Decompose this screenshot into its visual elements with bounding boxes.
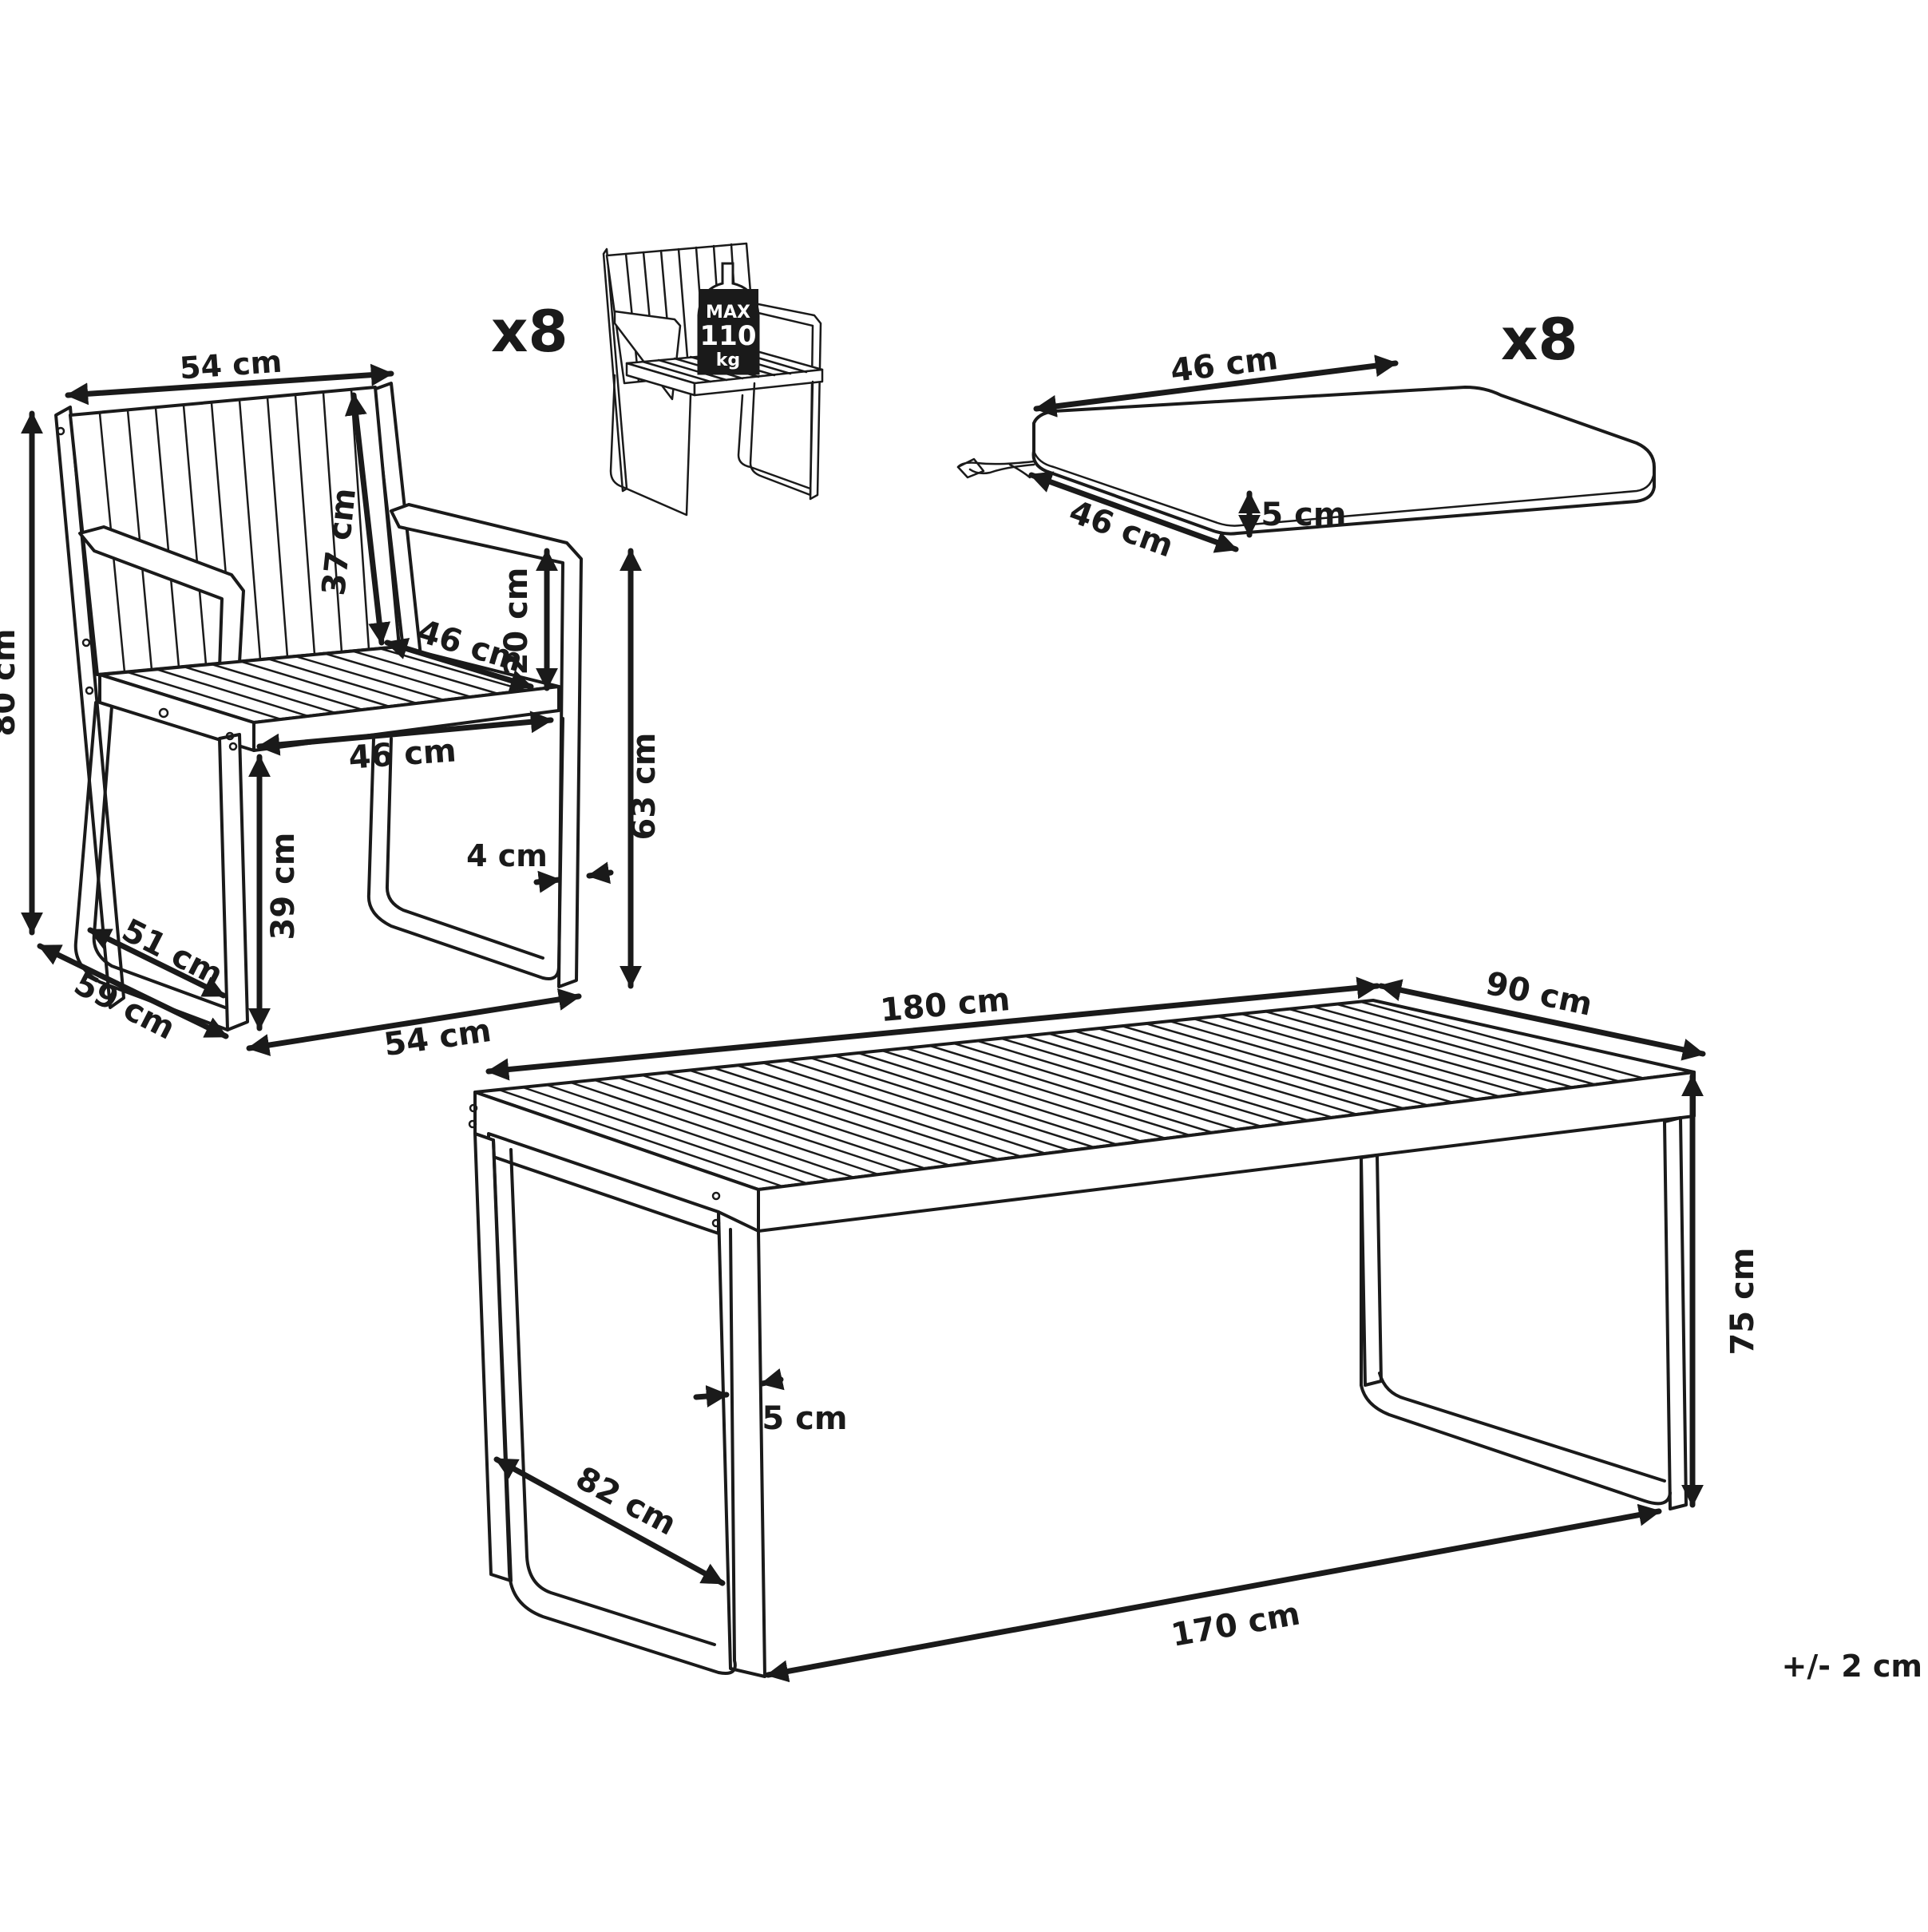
table-base-length-label: 170 cm bbox=[1169, 1595, 1303, 1654]
table-dimension-lines bbox=[485, 976, 1706, 1683]
chair-armrest-height-label: 20 cm bbox=[498, 568, 535, 675]
max-load-value: 110 bbox=[700, 320, 757, 352]
chair-max-load-drawing bbox=[602, 242, 824, 517]
chair-quantity-label: x8 bbox=[491, 298, 568, 365]
chair-back-width-label: 54 cm bbox=[179, 344, 283, 386]
chair-seat-height-label: 39 cm bbox=[265, 833, 302, 940]
chair-frame-thickness-label: 4 cm bbox=[466, 838, 548, 873]
table-leg-thickness-label: 5 cm bbox=[762, 1400, 847, 1437]
chair-drawing bbox=[54, 382, 583, 1031]
table-width-label: 90 cm bbox=[1483, 965, 1596, 1023]
table-height-label: 75 cm bbox=[1724, 1248, 1761, 1356]
cushion-dimension-lines bbox=[1028, 354, 1399, 553]
table-drawing bbox=[468, 999, 1696, 1678]
max-load-unit: kg bbox=[716, 350, 740, 370]
cushion-quantity-label: x8 bbox=[1501, 306, 1578, 373]
chair-height-label: 80 cm bbox=[0, 629, 22, 737]
chair-total-depth-label: 59 cm bbox=[68, 965, 180, 1047]
tolerance-label: +/- 2 cm bbox=[1781, 1649, 1922, 1684]
chair-armrest-total-height-label: 63 cm bbox=[626, 733, 663, 841]
chair-total-width-label: 54 cm bbox=[382, 1012, 493, 1063]
chair-dimension-lines bbox=[20, 363, 642, 1056]
chair-inner-depth-label: 51 cm bbox=[116, 912, 228, 993]
cushion-thickness-label: 5 cm bbox=[1261, 497, 1346, 533]
chair-seat-width-label: 46 cm bbox=[347, 732, 457, 776]
max-load-label: MAX bbox=[706, 303, 750, 323]
